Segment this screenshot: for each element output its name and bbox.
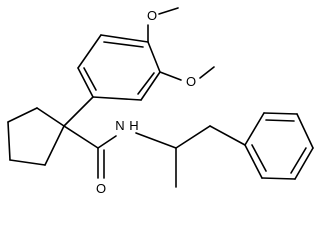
bond-ring-a-3 <box>92 96 142 101</box>
bond-ring-a-inner-2 <box>137 72 155 95</box>
bond-ring-a-inner-3 <box>83 67 97 91</box>
bond-ring-b-1 <box>244 112 265 146</box>
bond-ring-a-6 <box>100 34 149 43</box>
atom-n-amide: N <box>115 118 124 133</box>
molecule-structure: O O O N H <box>7 7 314 196</box>
bond-carbonyl-to-nitrogen <box>97 135 117 149</box>
bond-ring-a-5 <box>77 34 102 69</box>
atom-o-methoxy-right: O <box>186 74 196 89</box>
bond-ring-b-inner-2 <box>290 147 307 174</box>
bond-ome-top-ch3 <box>158 7 179 15</box>
bond-ring-b-2 <box>263 112 298 115</box>
bond-nitrogen-to-ch <box>135 132 177 149</box>
bond-ring-b-inner-3 <box>251 144 267 172</box>
bond-ring-a-inner-1 <box>103 41 144 48</box>
bond-ring-b-6 <box>244 144 263 179</box>
bond-ome-right-ch3 <box>199 66 215 79</box>
atom-o-carbonyl: O <box>96 181 106 196</box>
bond-aryl-to-quaternary <box>63 96 94 127</box>
bond-ring-a-1 <box>147 41 161 73</box>
bond-cyclopentane-4 <box>9 159 46 166</box>
atom-h-amide: H <box>129 118 138 133</box>
bond-ring-a-2 <box>140 71 161 101</box>
atom-o-methoxy-top: O <box>147 8 157 23</box>
bond-ring-b-inner-1 <box>265 119 295 122</box>
bond-ring-b-4 <box>294 147 314 180</box>
bond-quaternary-to-carbonyl <box>63 125 99 149</box>
bond-ring-a-4 <box>77 67 94 98</box>
bond-cyclopentane-2 <box>7 107 38 123</box>
bond-ring-b-3 <box>296 113 314 149</box>
bond-ring-b-5 <box>261 177 296 180</box>
bond-ch2-to-phenyl <box>209 125 246 146</box>
bond-cyclopentane-3 <box>7 121 11 161</box>
bond-cyclopentane-5 <box>44 125 65 166</box>
bond-ch-to-ch2 <box>175 125 211 149</box>
bond-ome-right-o-ring <box>159 71 182 81</box>
bond-cyclopentane-1 <box>36 107 65 127</box>
